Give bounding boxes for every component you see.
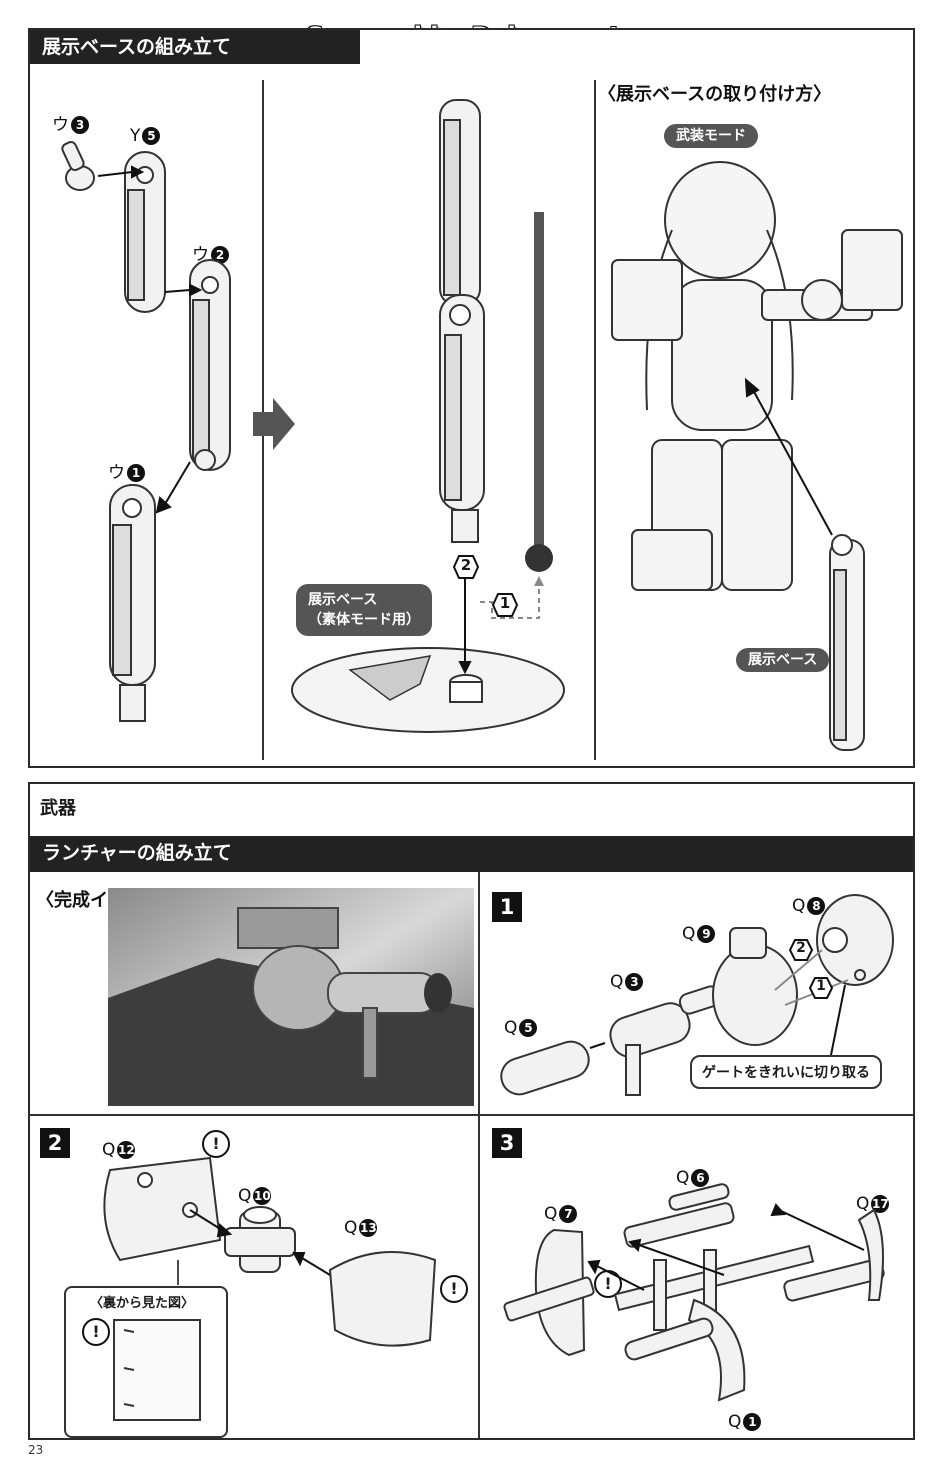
part-number-badge: 6 (691, 1169, 710, 1187)
base-arm-assembly-illustration (61, 140, 231, 722)
step-hexagon-icon (491, 593, 519, 617)
part-number-badge: 3 (71, 116, 89, 134)
section-title-display-base: 展示ベースの組み立て (30, 30, 360, 64)
part-letter: Q (504, 1018, 518, 1038)
step2-launcher-parts-illustration (103, 1156, 437, 1347)
display-stand-illustration (291, 99, 565, 733)
part-letter: Q (344, 1218, 358, 1238)
armed-mode-tag: 武装モード (664, 124, 758, 148)
part-number-badge: 7 (559, 1205, 578, 1223)
back-view-illustration (113, 1319, 201, 1421)
part-letter: Y (130, 126, 141, 146)
caution-icon: ! (82, 1318, 110, 1346)
part-number-badge: 3 (625, 973, 644, 991)
part-letter: Q (238, 1186, 252, 1206)
divider (30, 1114, 913, 1116)
part-number-badge: 8 (807, 897, 826, 915)
part-number-badge: 5 (142, 127, 161, 145)
attach-title: 〈展示ベースの取り付け方〉 (598, 84, 832, 105)
caution-icon: ! (440, 1275, 468, 1303)
part-number-badge: 1 (743, 1413, 762, 1431)
part-number-badge: 5 (519, 1019, 538, 1037)
mark-2: 2 (796, 940, 806, 956)
part-number-badge: 10 (253, 1187, 272, 1205)
part-number-badge: 17 (871, 1195, 890, 1213)
part-letter: Q (682, 924, 696, 944)
part-number-badge: 13 (359, 1219, 378, 1237)
base-label-box: 展示ベース （素体モード用） (296, 584, 432, 636)
base-label-line2: （素体モード用） (308, 612, 420, 628)
figure-back-illustration (611, 161, 903, 751)
part-letter: Q (544, 1204, 558, 1224)
subsection-title-launcher: ランチャーの組み立て (30, 836, 913, 872)
part-letter: Q (676, 1168, 690, 1188)
step-hexagon-icon (452, 555, 480, 579)
part-letter: Q (792, 896, 806, 916)
completed-launcher-photo (108, 888, 474, 1106)
part-letter: Q (610, 972, 624, 992)
part-letter: ウ (52, 115, 69, 135)
step-hexagon-icon (808, 977, 834, 999)
step-number-1: 1 (492, 892, 522, 922)
mark-1: 1 (816, 978, 826, 994)
part-number-badge: 12 (117, 1141, 136, 1159)
part-number-badge: 2 (211, 246, 229, 264)
step-number-3: 3 (492, 1128, 522, 1158)
part-letter: Q (102, 1140, 116, 1160)
step-hexagon-icon (788, 939, 814, 961)
step-badge-1: 1 (499, 594, 511, 612)
step1-launcher-parts-illustration (500, 894, 894, 1096)
page-number: 23 (28, 1443, 44, 1457)
part-letter: ウ (108, 463, 125, 483)
divider (478, 872, 480, 1438)
part-letter: Q (728, 1412, 742, 1432)
part-letter: Q (856, 1194, 870, 1214)
arrow-right-icon (253, 398, 295, 450)
section-title-weapon: 武器 (40, 798, 76, 819)
gate-note: ゲートをきれいに切り取る (690, 1055, 882, 1089)
step-badge-2: 2 (460, 556, 472, 574)
part-number-badge: 1 (127, 464, 145, 482)
divider (594, 80, 596, 760)
part-number-badge: 9 (697, 925, 716, 943)
base-label-line1: 展示ベース (308, 592, 378, 608)
caution-icon: ! (202, 1130, 230, 1158)
back-view-title: 〈裏から見た図〉 (90, 1296, 195, 1311)
display-base-tag: 展示ベース (736, 648, 830, 672)
step3-launcher-frame-illustration (503, 1183, 885, 1402)
step-number-2: 2 (40, 1128, 70, 1158)
